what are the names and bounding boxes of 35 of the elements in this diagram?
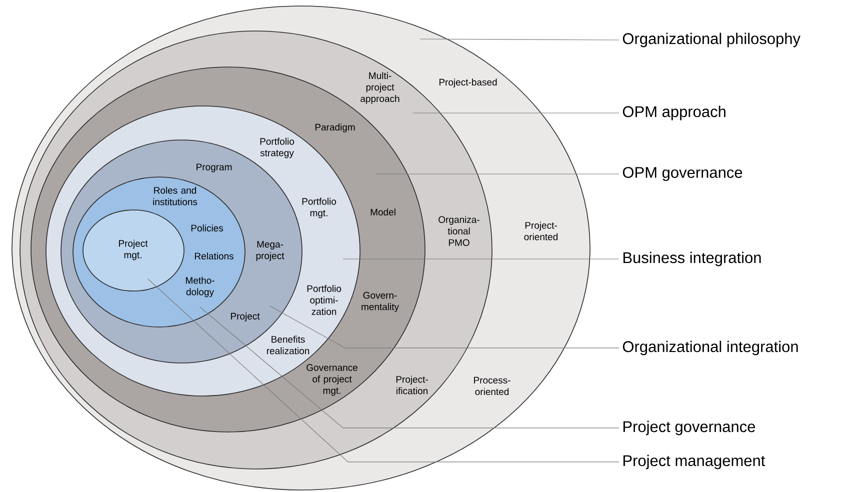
ring-label: Govern-mentality [362,292,399,312]
ring-label: Relations [195,252,234,260]
ring-label: Benefits realization [266,336,310,354]
callout-label: Organizational philosophy [622,32,800,48]
ring-label: Governance of project mgt. [306,364,358,396]
ring-label: Project mgt. [119,240,148,260]
ring-label: Program [196,164,232,172]
ring-label: Multi-project approach [360,72,400,104]
callout-label: OPM approach [622,106,726,120]
ring-label: Process-oriented [474,376,510,396]
callout-label: Organizational integration [622,340,798,356]
leader-line [148,278,620,462]
ring-label: Roles and institutions [153,186,198,206]
ring-label: Metho-dology [186,276,214,298]
ring-label: Organiza-tional PMO [438,216,480,246]
ring-label: Model [370,208,396,216]
ring-label: Paradigm [315,124,355,132]
leader-line [412,112,620,114]
callout-label: OPM governance [622,166,742,181]
ring-label: Portfolio strategy [260,138,294,158]
callout-label: Project governance [623,420,756,436]
ring-label: Portfolio optimi-zation [307,285,342,315]
ring-label: Project-ification [396,376,428,394]
ring-label: Project [231,312,260,322]
ring-label: Mega-project [256,240,284,261]
leader-line [270,306,620,348]
leader-line [200,306,620,428]
ring-label: Portfolio mgt. [302,198,336,218]
ring-label: Policies [191,224,224,232]
ring-label: Project-oriented [524,222,558,240]
callout-label: Project management [623,454,766,470]
ring-label: Project-based [439,78,497,88]
leader-line [342,258,620,260]
leader-line [420,38,620,40]
callout-label: Business integration [623,252,761,266]
